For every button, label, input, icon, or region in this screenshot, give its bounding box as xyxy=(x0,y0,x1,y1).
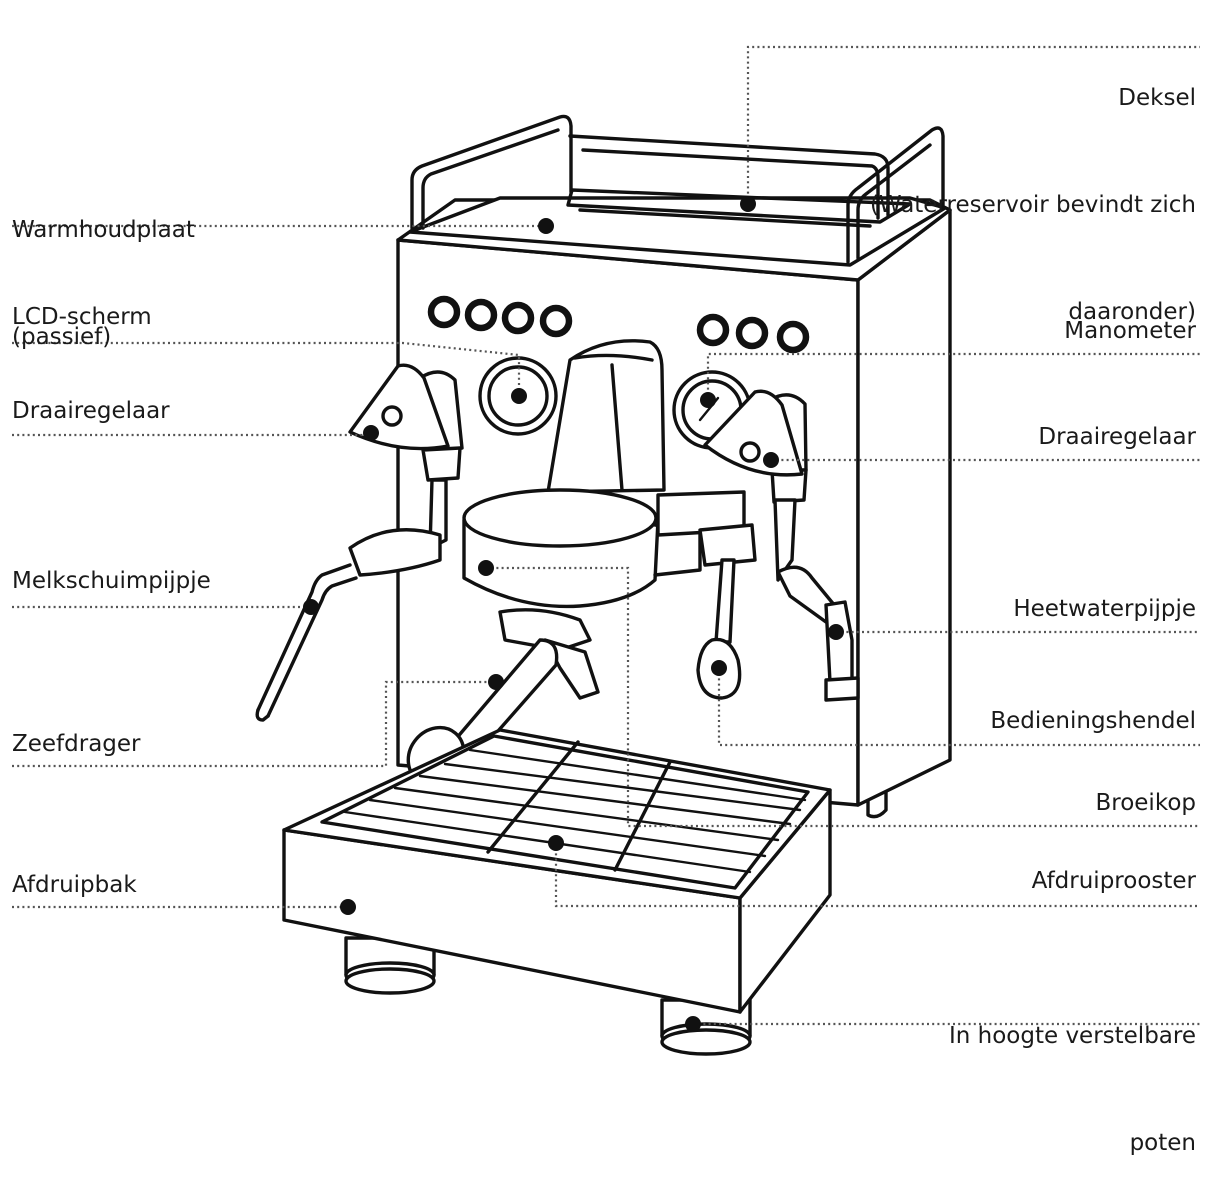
callout-dots xyxy=(303,196,844,1032)
operating-lever xyxy=(656,490,757,700)
label-afdruipbak: Afdruipbak xyxy=(12,872,137,898)
label-lcd-scherm: LCD-scherm xyxy=(12,304,152,330)
label-melkschuimpijpje: Melkschuimpijpje xyxy=(12,568,211,594)
lcd-buttons-right xyxy=(696,313,810,354)
lcd-buttons-left xyxy=(427,295,573,338)
leader-lines xyxy=(12,45,1200,1026)
label-heetwaterpijpje: Heetwaterpijpje xyxy=(1013,596,1196,622)
callout-dot-deksel xyxy=(740,196,756,212)
callout-dot-melkschuimpijpje xyxy=(303,599,319,615)
group-head xyxy=(546,339,666,494)
machine-illustration xyxy=(255,114,952,1056)
label-warmhoudplaat-line-2: (passief) xyxy=(12,324,112,351)
callout-dot-bedieningshendel xyxy=(711,660,727,676)
callout-dot-afdruiprooster xyxy=(548,835,564,851)
callout-dot-draairegelaar-left xyxy=(363,425,379,441)
label-deksel-note-2: daaronder) xyxy=(1068,299,1196,326)
label-afdruiprooster: Afdruiprooster xyxy=(1031,868,1196,894)
label-draairegelaar-right: Draairegelaar xyxy=(1038,424,1196,450)
brew-head xyxy=(462,488,702,609)
label-warmhoudplaat-line-1: Warmhoudplaat xyxy=(12,217,195,244)
drip-grate xyxy=(320,734,810,890)
label-draairegelaar-left: Draairegelaar xyxy=(12,398,170,424)
label-manometer: Manometer xyxy=(1064,318,1196,344)
label-poten-line-1: In hoogte verstelbare xyxy=(948,1023,1196,1050)
lid-and-warming-plate xyxy=(408,188,947,267)
callout-dot-draairegelaar-right xyxy=(763,452,779,468)
label-poten-line-2: poten xyxy=(1129,1130,1196,1157)
right-rotary-knob xyxy=(703,389,808,504)
callout-dot-poten xyxy=(685,1016,701,1032)
callout-dot-warmhoudplaat xyxy=(538,218,554,234)
label-bedieningshendel: Bedieningshendel xyxy=(990,708,1196,734)
label-deksel: Deksel (Waterreservoir bevindt zich daar… xyxy=(870,10,1196,366)
label-deksel-title: Deksel xyxy=(1118,85,1196,112)
label-poten: In hoogte verstelbare poten xyxy=(949,948,1196,1197)
callout-dot-afdruipbak xyxy=(340,899,356,915)
adjustable-feet xyxy=(344,788,888,1056)
espresso-machine-diagram xyxy=(12,45,1200,1056)
callout-dot-heetwaterpijpje xyxy=(828,624,844,640)
steam-wand xyxy=(255,478,448,722)
hot-water-wand xyxy=(773,498,860,702)
label-zeefdrager: Zeefdrager xyxy=(12,731,141,757)
label-warmhoudplaat: Warmhoudplaat (passief) xyxy=(12,142,195,391)
callout-dot-lcd xyxy=(511,388,527,404)
top-rails xyxy=(410,114,945,264)
callout-dot-broeikop xyxy=(478,560,494,576)
label-broeikop: Broeikop xyxy=(1095,790,1196,816)
callout-dot-zeefdrager xyxy=(488,674,504,690)
callout-dot-manometer xyxy=(700,392,716,408)
label-deksel-note-1: (Waterreservoir bevindt zich xyxy=(869,192,1196,219)
